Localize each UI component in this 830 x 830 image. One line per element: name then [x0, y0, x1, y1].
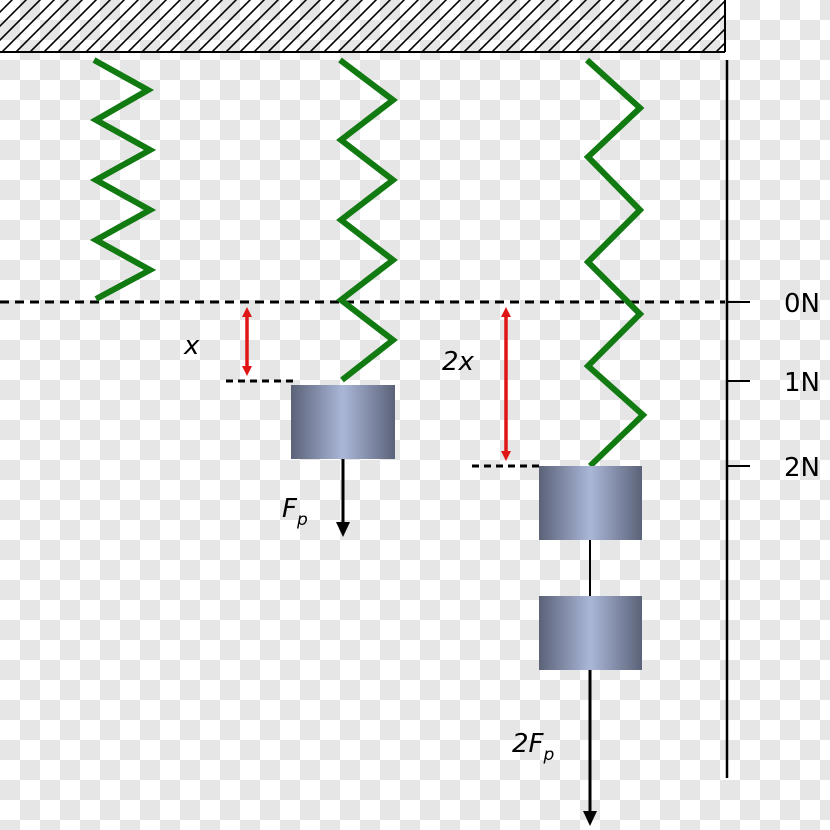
spring-one-weight — [336, 57, 398, 383]
ceiling — [0, 0, 726, 53]
force-label-single: Fp — [282, 494, 308, 530]
scale-label-1n: 1N — [784, 368, 820, 398]
scale-label-0n: 0N — [784, 289, 820, 319]
scale-label-2n: 2N — [784, 453, 820, 483]
displacement-label-x: x — [183, 331, 200, 361]
weight-double-lower — [539, 596, 642, 670]
weight-double-upper — [539, 466, 642, 540]
displacement-label-2x: 2x — [442, 347, 475, 377]
force-arrow-double: 2Fp — [512, 670, 597, 826]
force-arrow-single: Fp — [282, 459, 350, 537]
force-scale: 0N 1N 2N — [725, 60, 820, 778]
force-label-double: 2Fp — [512, 729, 555, 765]
spring-two-weights — [583, 57, 648, 469]
weight-single — [291, 385, 395, 459]
spring-unloaded — [89, 57, 157, 302]
displacement-x: x — [183, 307, 298, 383]
displacement-2x: 2x — [442, 307, 540, 468]
